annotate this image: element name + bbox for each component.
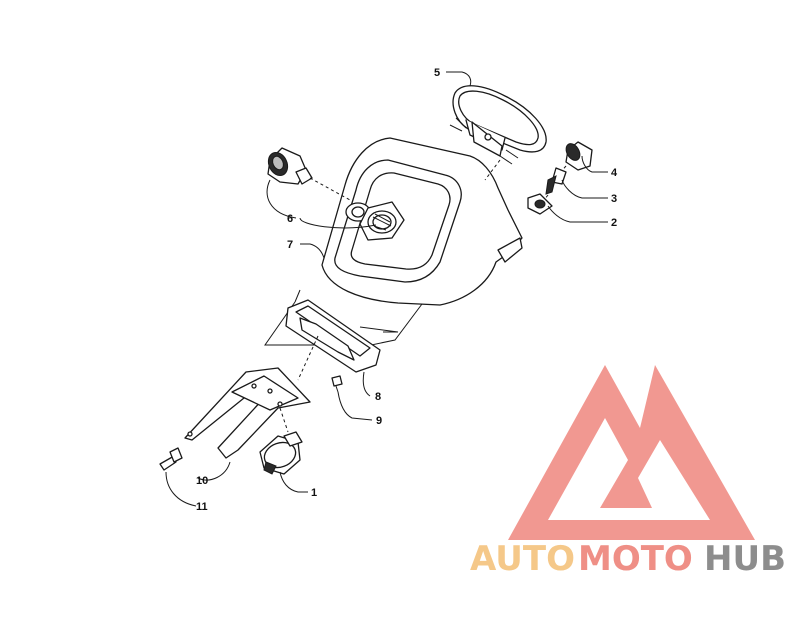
mounting-bracket — [184, 367, 311, 459]
leader-5 — [446, 71, 472, 87]
callout-2: 2 — [611, 217, 617, 229]
leader-11 — [165, 471, 197, 507]
retaining-clip — [331, 375, 343, 393]
leader-8 — [362, 371, 371, 397]
power-socket — [267, 147, 351, 201]
callout-5: 5 — [434, 67, 440, 79]
push-rivet — [159, 447, 183, 471]
watermark-text-moto: MOTO — [578, 539, 693, 579]
key-switch — [549, 141, 593, 185]
callout-6: 6 — [287, 213, 293, 225]
callout-3: 3 — [611, 193, 617, 205]
socket-nut — [359, 201, 405, 241]
gauge — [449, 85, 547, 181]
leader-3 — [561, 179, 608, 199]
leader-lines — [165, 71, 608, 507]
callout-1: 1 — [311, 487, 317, 499]
callout-10: 10 — [196, 475, 208, 487]
watermark-triangle-shape — [508, 365, 755, 540]
callout-7: 7 — [287, 239, 293, 251]
leader-2 — [547, 205, 608, 223]
callout-11: 11 — [196, 501, 208, 513]
toggle-switch — [259, 431, 303, 475]
watermark-text: AUTO MOTO HUB — [470, 539, 786, 579]
leader-6a — [299, 217, 377, 229]
watermark-text-auto: AUTO — [470, 539, 575, 579]
callout-9: 9 — [376, 415, 382, 427]
leader-1 — [279, 471, 308, 493]
leader-10 — [197, 461, 231, 481]
callout-8: 8 — [375, 391, 381, 403]
mounting-bezel — [285, 299, 381, 381]
leader-6b — [266, 179, 297, 219]
leader-9 — [337, 391, 373, 421]
callout-labels: 5 4 3 2 6 7 8 9 10 11 1 — [196, 67, 618, 513]
console-housing — [321, 137, 523, 306]
watermark-logo — [508, 365, 755, 540]
leader-4 — [581, 155, 608, 173]
leader-7 — [300, 243, 325, 259]
callout-4: 4 — [611, 167, 618, 179]
watermark-text-hub: HUB — [704, 539, 786, 579]
bezel-seal — [527, 193, 553, 215]
